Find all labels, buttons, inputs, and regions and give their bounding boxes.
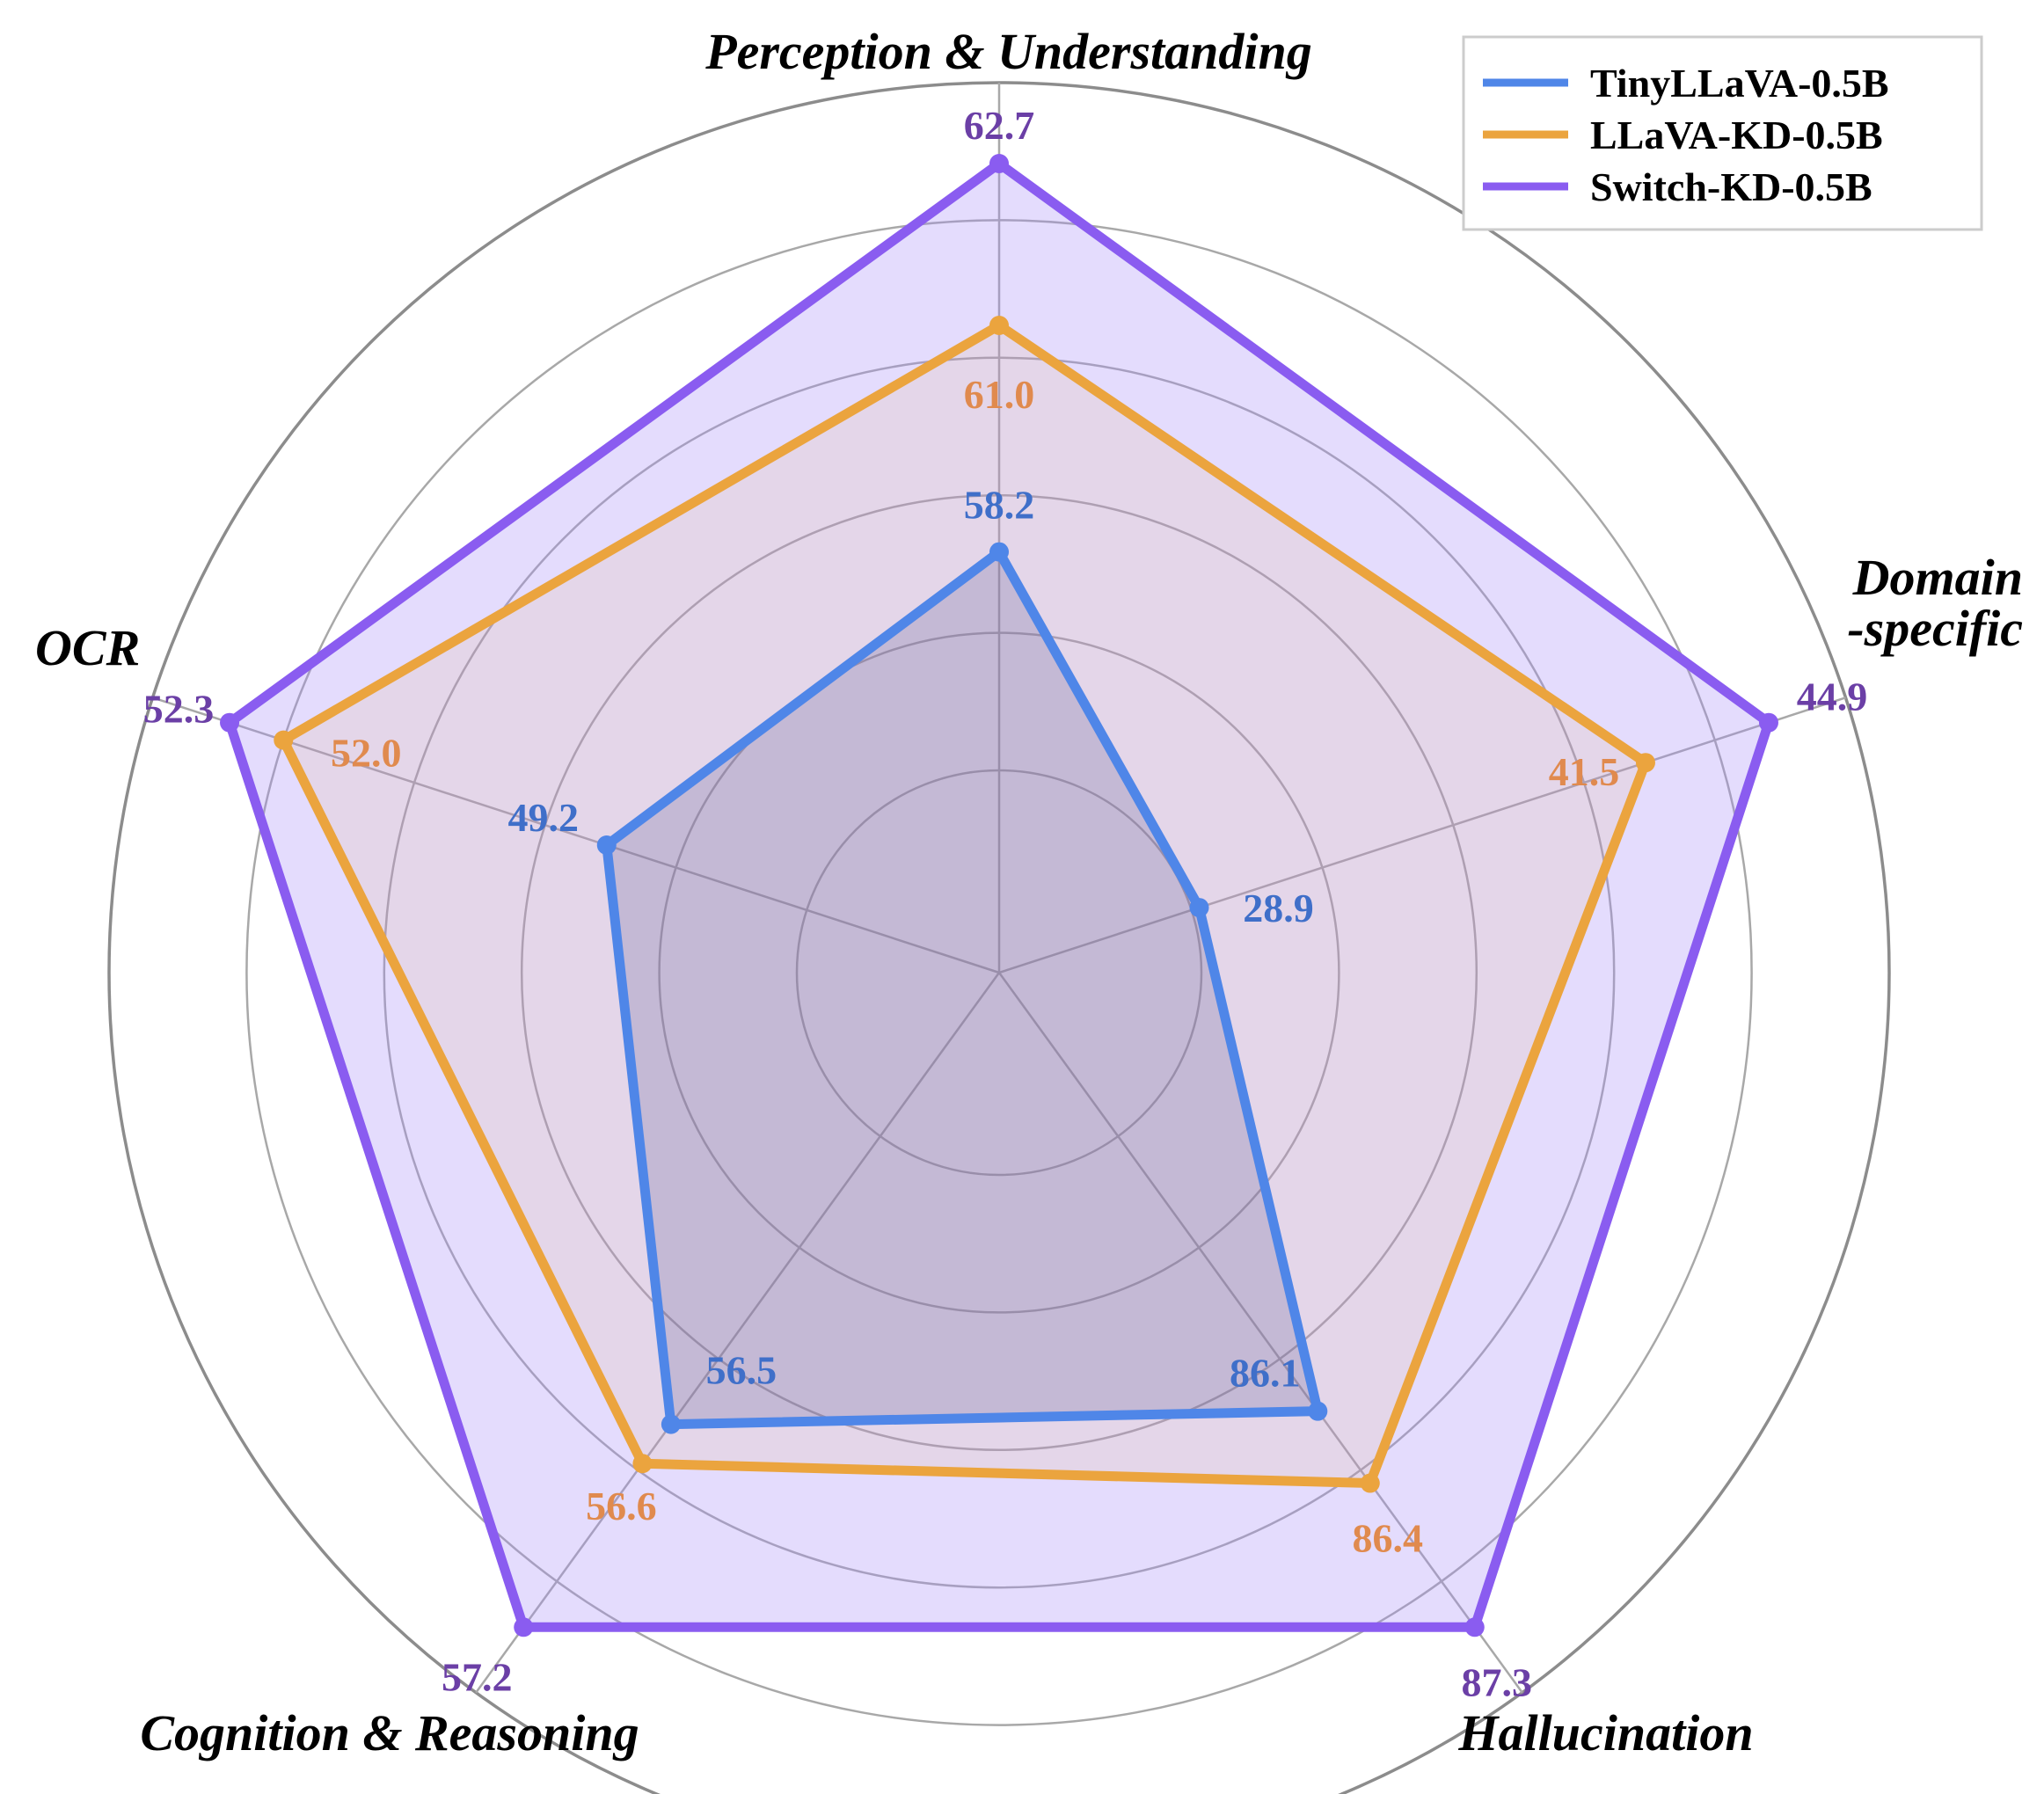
grid-spoke	[152, 696, 1000, 974]
series-area-2	[230, 164, 1769, 1628]
value-label: 61.0	[964, 372, 1035, 417]
series-area-1	[283, 325, 1646, 1484]
value-label: 52.0	[331, 731, 402, 776]
series-point-0-4	[596, 835, 617, 856]
series-point-2-0	[989, 154, 1009, 173]
legend-label: TinyLLaVA-0.5B	[1590, 61, 1889, 106]
axis-labels: Perception & UnderstandingDomain-specifi…	[35, 23, 2023, 1761]
series-point-1-4	[274, 730, 294, 750]
axis-label: OCR	[35, 619, 140, 676]
value-label: 62.7	[964, 103, 1035, 148]
series-line-2	[224, 158, 1774, 1632]
value-label: 87.3	[1462, 1659, 1533, 1704]
legend-label: LLaVA-KD-0.5B	[1590, 113, 1883, 157]
value-label: 56.6	[586, 1484, 657, 1528]
series-point-1-1	[1635, 753, 1655, 773]
series-point-1-3	[632, 1454, 653, 1474]
series-line-1	[278, 320, 1651, 1489]
value-label: 58.2	[964, 483, 1035, 528]
axis-label: Cognition & Reasoning	[140, 1704, 639, 1761]
value-label: 49.2	[508, 795, 580, 840]
value-label: 57.2	[442, 1654, 513, 1699]
axis-label: Perception & Understanding	[704, 23, 1312, 80]
axis-label: Domain-specific	[1847, 549, 2023, 657]
value-label: 52.3	[143, 687, 215, 732]
series-point-0-3	[661, 1414, 681, 1434]
series-point-1-2	[1360, 1473, 1380, 1493]
value-label: 44.9	[1797, 675, 1868, 719]
series-layer	[220, 154, 1778, 1637]
value-label: 56.5	[706, 1348, 777, 1393]
series-point-0-0	[989, 542, 1009, 562]
value-label: 86.4	[1353, 1516, 1424, 1561]
grid-spoke	[997, 972, 1523, 1694]
legend: TinyLLaVA-0.5B LLaVA-KD-0.5B Switch-KD-0.5…	[1462, 35, 1983, 231]
value-label: 28.9	[1243, 886, 1314, 930]
series-point-2-1	[1758, 712, 1778, 733]
legend-label: Switch-KD-0.5B	[1590, 164, 1872, 209]
value-label: 41.5	[1549, 749, 1620, 794]
series-point-2-3	[514, 1617, 534, 1637]
value-label: 86.1	[1230, 1351, 1301, 1396]
value-labels: 58.2 28.9 86.1 56.5 49.2 61.0 41.5 86.4 56.6 52.0…	[143, 103, 1867, 1704]
series-area-0	[606, 551, 1318, 1425]
grid-spoke	[998, 696, 1846, 974]
series-point-1-0	[989, 316, 1009, 335]
series-point-0-1	[1189, 898, 1209, 918]
series-point-0-2	[1308, 1401, 1328, 1421]
series-line-0	[602, 547, 1323, 1430]
grid-spoke	[475, 972, 1001, 1694]
series-point-2-2	[1464, 1617, 1485, 1637]
radar-grid	[107, 81, 1891, 1794]
axis-label: Hallucination	[1457, 1704, 1753, 1761]
series-point-2-4	[220, 712, 240, 733]
